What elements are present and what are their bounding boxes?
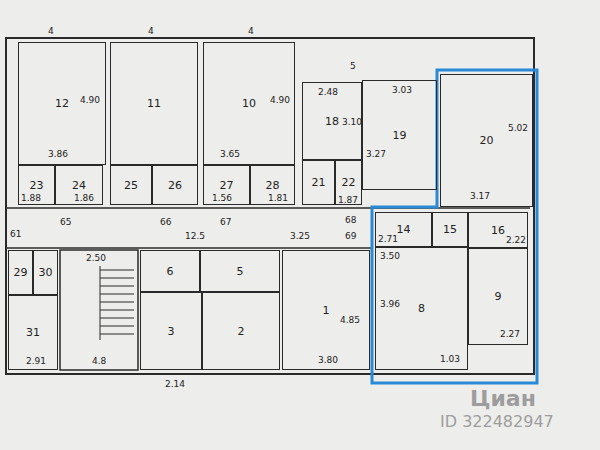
- room: 20: [440, 74, 533, 207]
- dimension-label: 1.86: [74, 194, 94, 203]
- room-number: 10: [242, 98, 256, 109]
- stair-steps: [100, 266, 134, 340]
- dimension-label: 4: [48, 27, 54, 36]
- room-number: 28: [266, 180, 280, 191]
- dimension-label: 65: [60, 218, 71, 227]
- watermark: ID 322482947: [440, 414, 554, 430]
- room-number: 16: [491, 225, 505, 236]
- dimension-label: 2.27: [500, 330, 520, 339]
- room-number: 1: [323, 305, 330, 316]
- dimension-label: 2.22: [506, 236, 526, 245]
- dimension-label: 1.81: [268, 194, 288, 203]
- dimension-label: 3.27: [366, 150, 386, 159]
- room-number: 24: [72, 180, 86, 191]
- room: 15: [432, 212, 468, 247]
- dimension-label: 67: [220, 218, 231, 227]
- corridor-wall: [6, 207, 530, 209]
- room: 21: [302, 160, 335, 205]
- dimension-label: 1.03: [440, 355, 460, 364]
- dimension-label: 4.90: [80, 96, 100, 105]
- dimension-label: 3.96: [380, 300, 400, 309]
- room: 25: [110, 165, 152, 205]
- room-number: 15: [443, 224, 457, 235]
- selection-outline: [372, 70, 537, 383]
- dimension-label: 4.90: [270, 96, 290, 105]
- room: 11: [110, 42, 198, 165]
- room-number: 5: [237, 266, 244, 277]
- room: 30: [33, 250, 58, 295]
- outer-wall: [6, 38, 534, 374]
- dimension-label: 3.86: [48, 150, 68, 159]
- dimension-label: 68: [345, 216, 356, 225]
- room: 1: [282, 250, 370, 370]
- room: 5: [200, 250, 280, 292]
- dimension-label: 4.85: [340, 316, 360, 325]
- room-number: 23: [30, 180, 44, 191]
- room-number: 29: [14, 267, 28, 278]
- watermark: Циан: [470, 388, 536, 410]
- dimension-label: 3.65: [220, 150, 240, 159]
- room-number: 3: [168, 326, 175, 337]
- dimension-label: 3.25: [290, 232, 310, 241]
- room-number: 14: [397, 224, 411, 235]
- room-number: 8: [418, 303, 425, 314]
- dimension-label: 1.87: [338, 196, 358, 205]
- dimension-label: 5.02: [508, 124, 528, 133]
- dimension-label: 2.91: [26, 357, 46, 366]
- room-number: 2: [238, 326, 245, 337]
- dimension-label: 61: [10, 230, 21, 239]
- dimension-label: 4: [248, 27, 254, 36]
- room-number: 18: [325, 116, 339, 127]
- room-number: 31: [26, 327, 40, 338]
- room-number: 22: [342, 177, 356, 188]
- room: 19: [362, 80, 437, 190]
- dimension-label: 2.48: [318, 88, 338, 97]
- room-number: 26: [168, 180, 182, 191]
- dimension-label: 2.71: [378, 235, 398, 244]
- room: 29: [8, 250, 33, 295]
- stair-well: [60, 250, 138, 370]
- dimension-label: 3.80: [318, 356, 338, 365]
- dimension-label: 5: [350, 62, 356, 71]
- room-number: 6: [167, 266, 174, 277]
- room-number: 11: [147, 98, 161, 109]
- room-number: 19: [393, 130, 407, 141]
- room: 6: [140, 250, 200, 292]
- dimension-label: 3.03: [392, 86, 412, 95]
- room-number: 21: [312, 177, 326, 188]
- room: 2: [202, 292, 280, 370]
- room-number: 27: [220, 180, 234, 191]
- dimension-label: 4: [148, 27, 154, 36]
- room-number: 9: [495, 291, 502, 302]
- room: 26: [152, 165, 198, 205]
- corridor-wall: [6, 247, 372, 249]
- room-number: 25: [124, 180, 138, 191]
- room: 3: [140, 292, 202, 370]
- dimension-label: 3.10: [342, 118, 362, 127]
- dimension-label: 1.56: [212, 194, 232, 203]
- dimension-label: 4.8: [92, 357, 106, 366]
- dimension-label: 3.50: [380, 252, 400, 261]
- dimension-label: 1.88: [21, 194, 41, 203]
- room-number: 20: [480, 135, 494, 146]
- dimension-label: 2.14: [165, 380, 185, 389]
- room-number: 30: [39, 267, 53, 278]
- dimension-label: 12.5: [185, 232, 205, 241]
- dimension-label: 3.17: [470, 192, 490, 201]
- room-number: 12: [55, 98, 69, 109]
- dimension-label: 66: [160, 218, 171, 227]
- dimension-label: 69: [345, 232, 356, 241]
- dimension-label: 2.50: [86, 254, 106, 263]
